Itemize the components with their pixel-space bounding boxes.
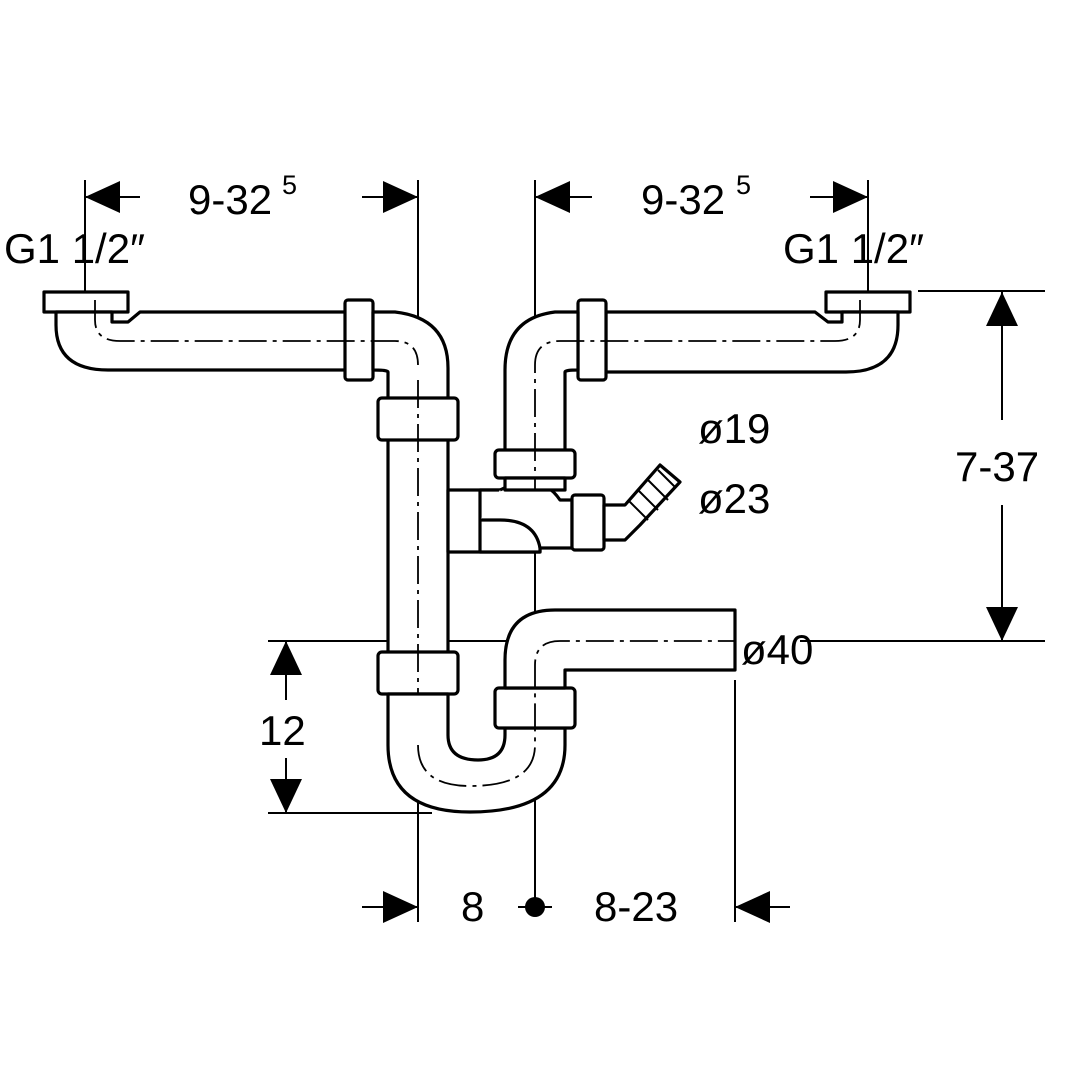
- offset-right-label: 8-23: [594, 883, 678, 930]
- left-width-label: 9-32: [188, 176, 272, 223]
- trap: [386, 608, 737, 814]
- outlet-diameter-label: ø40: [741, 626, 813, 673]
- offset-left-label: 8: [461, 883, 484, 930]
- hose-connector: [570, 463, 682, 552]
- right-width-sup: 5: [736, 170, 751, 200]
- hose-diameter-19-label: ø19: [698, 405, 770, 452]
- right-thread-label: G1 1/2″: [783, 225, 924, 272]
- centerline-dot: [525, 897, 545, 917]
- right-width-label: 9-32: [641, 176, 725, 223]
- height-range-label: 7-37: [955, 443, 1039, 490]
- left-thread-label: G1 1/2″: [4, 225, 145, 272]
- left-width-sup: 5: [282, 170, 297, 200]
- hose-diameter-23-label: ø23: [698, 475, 770, 522]
- left-inlet-pipe: [42, 290, 450, 402]
- right-inlet-pipe: [493, 290, 912, 492]
- main-vertical-pipe: [376, 380, 574, 745]
- dimension-arrows: [85, 181, 1018, 923]
- trap-height-label: 12: [259, 707, 306, 754]
